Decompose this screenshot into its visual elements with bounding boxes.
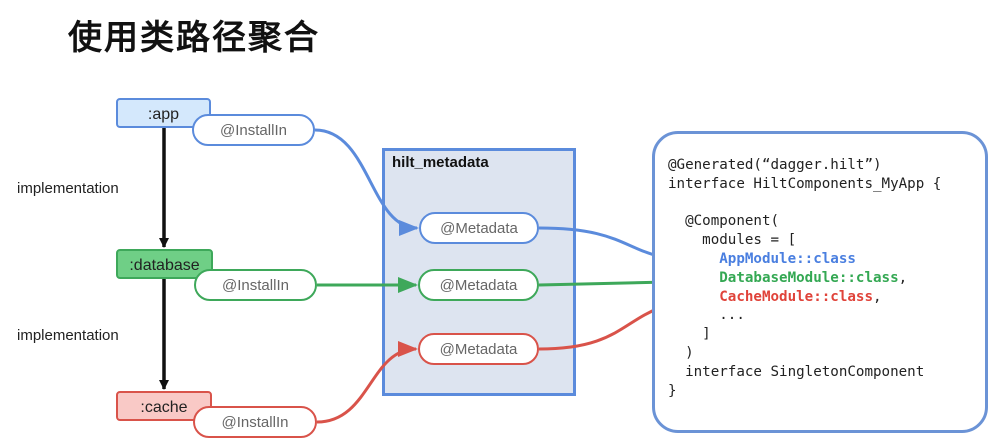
code-database-module: DatabaseModule::class	[719, 269, 899, 286]
installin-annotation-app: @InstallIn	[192, 114, 315, 146]
code-line-modules: modules = [	[668, 232, 797, 249]
metadata-entry-app: @Metadata	[419, 212, 539, 244]
module-app: :app	[116, 98, 211, 128]
flow-arrow-app-installin-to-metadata	[314, 128, 419, 236]
dependency-label-app-database: implementation	[17, 180, 119, 197]
code-line-component: @Component(	[668, 213, 780, 230]
code-line-generated: @Generated(“dagger.hilt”)	[668, 157, 882, 173]
hilt-metadata-label: hilt_metadata	[392, 154, 489, 171]
code-comma: ,	[898, 269, 908, 286]
code-line-blank: ​	[668, 194, 941, 213]
metadata-entry-cache: @Metadata	[418, 333, 539, 365]
metadata-entry-database: @Metadata	[418, 269, 539, 301]
flow-arrow-cache-installin-to-metadata	[316, 341, 418, 424]
code-line-ellipsis: ...	[668, 307, 745, 324]
code-line-singleton: interface SingletonComponent	[668, 363, 925, 380]
code-cache-module: CacheModule::class	[719, 288, 873, 305]
code-line-close-paren: )	[668, 344, 694, 361]
code-comma: ,	[873, 288, 882, 305]
generated-component-code-panel	[652, 131, 988, 433]
dependency-label-database-cache: implementation	[17, 327, 119, 344]
installin-annotation-database: @InstallIn	[194, 269, 317, 301]
generated-code-block: @Generated(“dagger.hilt”) interface HiltC…	[668, 156, 941, 400]
module-cache: :cache	[116, 391, 212, 421]
code-line-interface-decl: interface HiltComponents_MyApp {	[668, 175, 942, 192]
code-line-close-bracket: ]	[668, 326, 711, 343]
page-title: 使用类路径聚合	[68, 18, 320, 58]
module-database: :database	[116, 249, 213, 279]
code-app-module: AppModule::class	[719, 250, 856, 267]
code-line-cache-module: CacheModule::class,	[668, 288, 941, 307]
code-line-close-brace: }	[668, 382, 677, 399]
code-line-app-module: AppModule::class	[668, 250, 941, 269]
code-line-database-module: DatabaseModule::class,	[668, 269, 941, 288]
installin-annotation-cache: @InstallIn	[193, 406, 317, 438]
